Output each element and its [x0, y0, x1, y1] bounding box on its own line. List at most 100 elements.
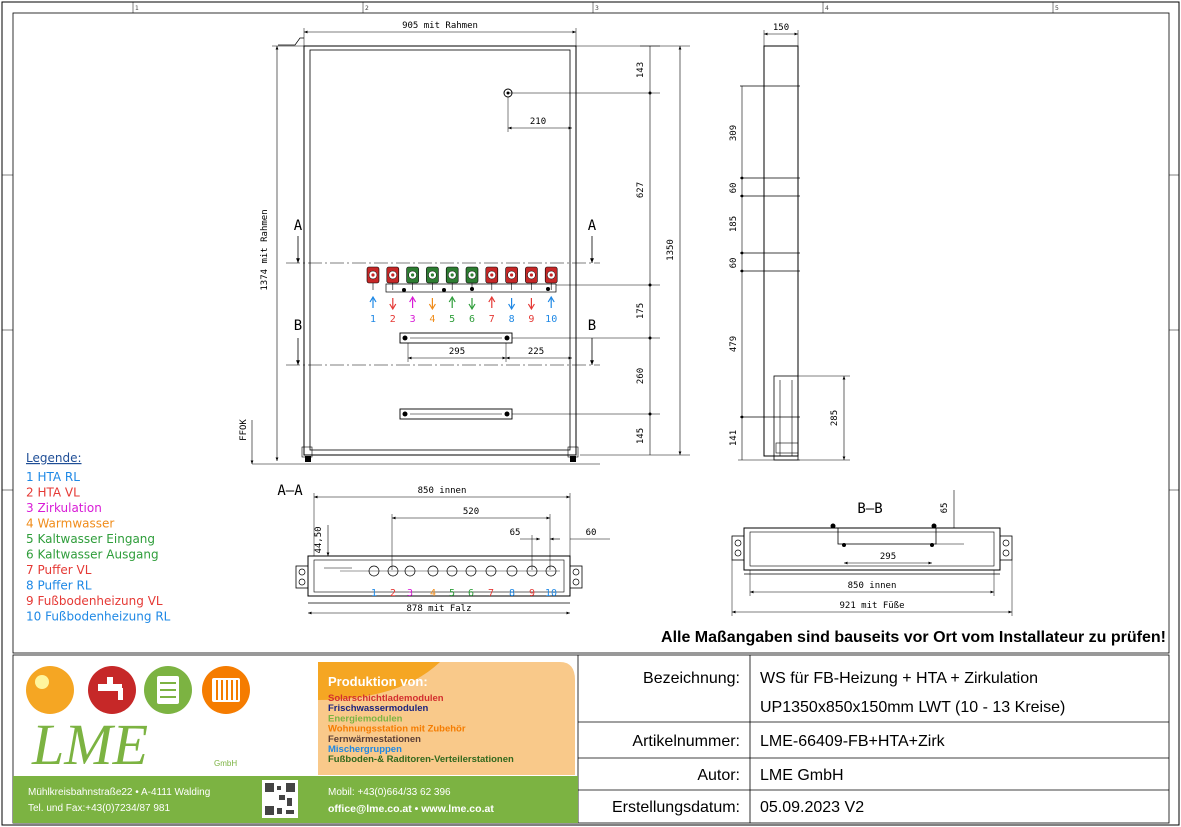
- circuit-number-8: 8: [509, 314, 515, 325]
- bezeichnung-label: Bezeichnung:: [643, 670, 740, 687]
- dim-260: 260: [636, 368, 646, 384]
- web-contact: office@lme.co.at • www.lme.co.at: [328, 803, 494, 815]
- valve-8: [505, 266, 518, 290]
- bezeichnung-line2: UP1350x850x150mm LWT (10 - 13 Kreise): [760, 699, 1065, 716]
- dim-side-141: 141: [729, 430, 739, 446]
- legend-item-4: 4 Warmwasser: [26, 517, 114, 531]
- legend: Legende: 1 HTA RL2 HTA VL3 Zirkulation4 …: [26, 451, 171, 624]
- autor-value: LME GmbH: [760, 767, 844, 784]
- legend-item-8: 8 Puffer RL: [26, 579, 92, 593]
- production-title: Produktion von:: [328, 674, 428, 689]
- section-b-right: B: [588, 318, 596, 334]
- aa-number-8: 8: [509, 588, 515, 599]
- valve-3: [406, 266, 419, 290]
- legend-item-5: 5 Kaltwasser Eingang: [26, 532, 155, 546]
- valve-2: [386, 266, 400, 290]
- product-2: Frischwassermodulen: [328, 703, 429, 714]
- circuit-number-2: 2: [390, 314, 396, 325]
- legend-item-3: 3 Zirkulation: [26, 501, 102, 515]
- section-b-left: B: [294, 318, 302, 334]
- dim-side-60b: 60: [729, 258, 739, 269]
- dim-aa-65: 65: [510, 528, 521, 538]
- water-tap-icon: [88, 666, 136, 714]
- address-line2: Tel. und Fax:+43(0)7234/87 981: [28, 803, 170, 814]
- circuit-9: 9: [527, 298, 535, 325]
- circuit-number-3: 3: [410, 314, 416, 325]
- valve-5: [445, 266, 459, 290]
- section-bb: B–B 65 295 850 innen 921 mit Füße: [731, 490, 1013, 616]
- valve-10: [544, 266, 558, 290]
- gmbh-text: GmbH: [214, 759, 237, 768]
- dim-height-frame: 1374 mit Rahmen: [260, 209, 270, 290]
- circuit-numbers: 1 2 3 4 5 6 7 8 9 10: [369, 295, 557, 325]
- aa-number-9: 9: [529, 588, 535, 599]
- dim-210: 210: [530, 117, 546, 127]
- circuit-number-1: 1: [370, 314, 376, 325]
- radiator-icon: [202, 666, 250, 714]
- legend-title: Legende:: [26, 451, 82, 465]
- circuit-6: 6: [468, 298, 476, 325]
- aa-number-2: 2: [390, 588, 396, 599]
- dim-width-frame: 905 mit Rahmen: [402, 21, 478, 31]
- installer-notice: Alle Maßangaben sind bauseits vor Ort vo…: [661, 629, 1166, 646]
- address-line1: Mühlkreisbahnstraße22 • A-4111 Walding: [28, 787, 210, 798]
- valve-9: [525, 266, 538, 290]
- circuit-10: 10: [545, 295, 557, 325]
- circuit-2: 2: [389, 298, 397, 325]
- aa-number-10: 10: [545, 588, 557, 599]
- circuit-number-9: 9: [528, 314, 534, 325]
- circuit-1: 1: [369, 295, 377, 325]
- dim-145: 145: [636, 428, 646, 444]
- legend-item-9: 9 Fußbodenheizung VL: [26, 594, 163, 608]
- valve-4: [426, 266, 439, 290]
- circuit-number-5: 5: [449, 314, 455, 325]
- product-6: Mischergruppen: [328, 744, 402, 755]
- circuit-4: 4: [428, 298, 436, 325]
- distribution-bar-lower: [399, 408, 513, 420]
- border-index-5: 5: [1055, 5, 1059, 12]
- circuit-8: 8: [508, 298, 516, 325]
- front-right-dims: 143 627 175 260 145 1350: [508, 45, 690, 456]
- company-logo: LME GmbH: [26, 666, 250, 777]
- circuit-7: 7: [488, 295, 496, 325]
- dim-bb-65: 65: [940, 503, 950, 514]
- dim-side-60a: 60: [729, 183, 739, 194]
- autor-label: Autor:: [697, 767, 740, 784]
- legend-item-6: 6 Kaltwasser Ausgang: [26, 548, 159, 562]
- aa-number-3: 3: [407, 588, 413, 599]
- product-3: Energiemodulen: [328, 713, 403, 724]
- dim-1350: 1350: [666, 239, 676, 261]
- dim-225: 225: [528, 347, 544, 357]
- valve-6: [465, 266, 479, 290]
- legend-item-10: 10 Fußbodenheizung RL: [26, 610, 171, 624]
- product-1: Solarschichtlademodulen: [328, 693, 444, 704]
- mobile-number: Mobil: +43(0)664/33 62 396: [328, 787, 451, 798]
- production-panel: Produktion von: SolarschichtlademodulenF…: [318, 662, 575, 775]
- lme-logo-text: LME: [31, 712, 148, 777]
- qr-code-icon: [262, 780, 298, 818]
- dim-side-309: 309: [729, 125, 739, 141]
- dim-bb-921: 921 mit Füße: [839, 601, 904, 611]
- title-block: Bezeichnung: WS für FB-Heizung + HTA + Z…: [12, 654, 1170, 824]
- dim-175: 175: [636, 303, 646, 319]
- section-a-right: A: [588, 218, 597, 234]
- dim-side-150: 150: [773, 23, 789, 33]
- dim-aa-60: 60: [586, 528, 597, 538]
- dim-bb-295: 295: [880, 552, 896, 562]
- datum-value: 05.09.2023 V2: [760, 799, 864, 816]
- circuit-number-7: 7: [489, 314, 495, 325]
- aa-number-4: 4: [430, 588, 436, 599]
- dim-side-285: 285: [830, 410, 840, 426]
- datum-label: Erstellungsdatum:: [612, 799, 740, 816]
- product-4: Wohnungsstation mit Zubehör: [328, 724, 466, 735]
- border-index-1: 1: [135, 5, 139, 12]
- dim-aa-850: 850 innen: [418, 486, 467, 496]
- artikel-value: LME-66409-FB+HTA+Zirk: [760, 733, 946, 750]
- aa-number-5: 5: [449, 588, 455, 599]
- border-index-4: 4: [825, 5, 829, 12]
- module-icon: [144, 666, 192, 714]
- ffok-label: FFOK: [239, 419, 249, 441]
- legend-item-2: 2 HTA VL: [26, 486, 80, 500]
